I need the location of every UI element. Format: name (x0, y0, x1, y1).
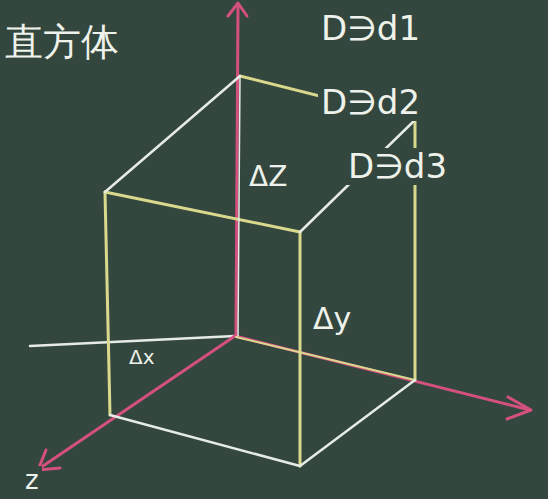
title-text: 直方体 (2, 22, 122, 64)
set-label: D∋d2 (318, 84, 423, 121)
set-label: D∋d1 (318, 10, 423, 47)
dimension-label: ΔZ (246, 162, 290, 193)
dimension-label: Δy (310, 302, 354, 335)
dimension-label: Δx (126, 346, 158, 368)
set-label: D∋d3 (345, 148, 450, 185)
axis-label: z (22, 466, 42, 495)
